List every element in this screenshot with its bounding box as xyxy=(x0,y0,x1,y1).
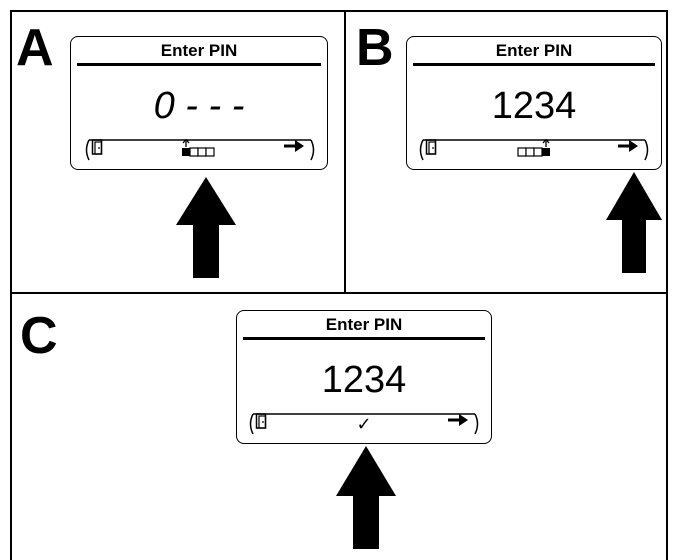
softkey-right[interactable] xyxy=(447,413,477,435)
cursor-position-icon xyxy=(517,139,550,157)
softkey-middle[interactable] xyxy=(517,139,557,161)
pin-display: 1234 xyxy=(491,85,577,127)
pointer-arrow-a xyxy=(176,177,236,278)
softkey-middle[interactable]: ✓ xyxy=(347,413,381,435)
panel-b-label: B xyxy=(356,19,394,77)
arrow-right-icon xyxy=(448,414,468,426)
softkey-right[interactable] xyxy=(283,139,313,161)
softkey-bar xyxy=(83,139,317,161)
softkey-bar: ✓ xyxy=(247,413,481,435)
arrow-right-icon xyxy=(618,140,638,152)
panel-a-label: A xyxy=(16,19,54,77)
pointer-arrow-c xyxy=(336,446,396,549)
device-screen-c: Enter PIN 1234 ✓ xyxy=(236,310,492,444)
softkey-right[interactable] xyxy=(617,139,647,161)
screen-title: Enter PIN xyxy=(495,41,573,60)
device-screen-a: Enter PIN 0 - - - xyxy=(70,36,328,170)
pin-display: 0 - - - xyxy=(153,85,245,127)
pointer-arrow-b xyxy=(606,172,662,273)
title-divider xyxy=(413,63,655,66)
screen-title: Enter PIN xyxy=(325,315,403,334)
arrow-right-icon xyxy=(284,140,304,152)
title-divider xyxy=(243,337,485,340)
softkey-middle[interactable] xyxy=(181,139,221,161)
softkey-bar-outline xyxy=(85,139,315,161)
cursor-position-icon xyxy=(182,139,215,157)
panel-c-label: C xyxy=(20,307,58,365)
softkey-bar-outline xyxy=(249,413,479,435)
softkey-left[interactable] xyxy=(255,413,281,435)
door-exit-icon xyxy=(91,139,103,155)
device-screen-b: Enter PIN 1234 xyxy=(406,36,662,170)
checkmark-icon: ✓ xyxy=(356,413,372,435)
softkey-bar-outline xyxy=(419,139,649,161)
pin-display: 1234 xyxy=(321,359,407,401)
softkey-left[interactable] xyxy=(91,139,117,161)
door-exit-icon xyxy=(255,413,267,429)
screen-title: Enter PIN xyxy=(160,41,238,60)
title-divider xyxy=(77,63,321,66)
softkey-bar xyxy=(417,139,651,161)
door-exit-icon xyxy=(425,139,437,155)
softkey-left[interactable] xyxy=(425,139,451,161)
